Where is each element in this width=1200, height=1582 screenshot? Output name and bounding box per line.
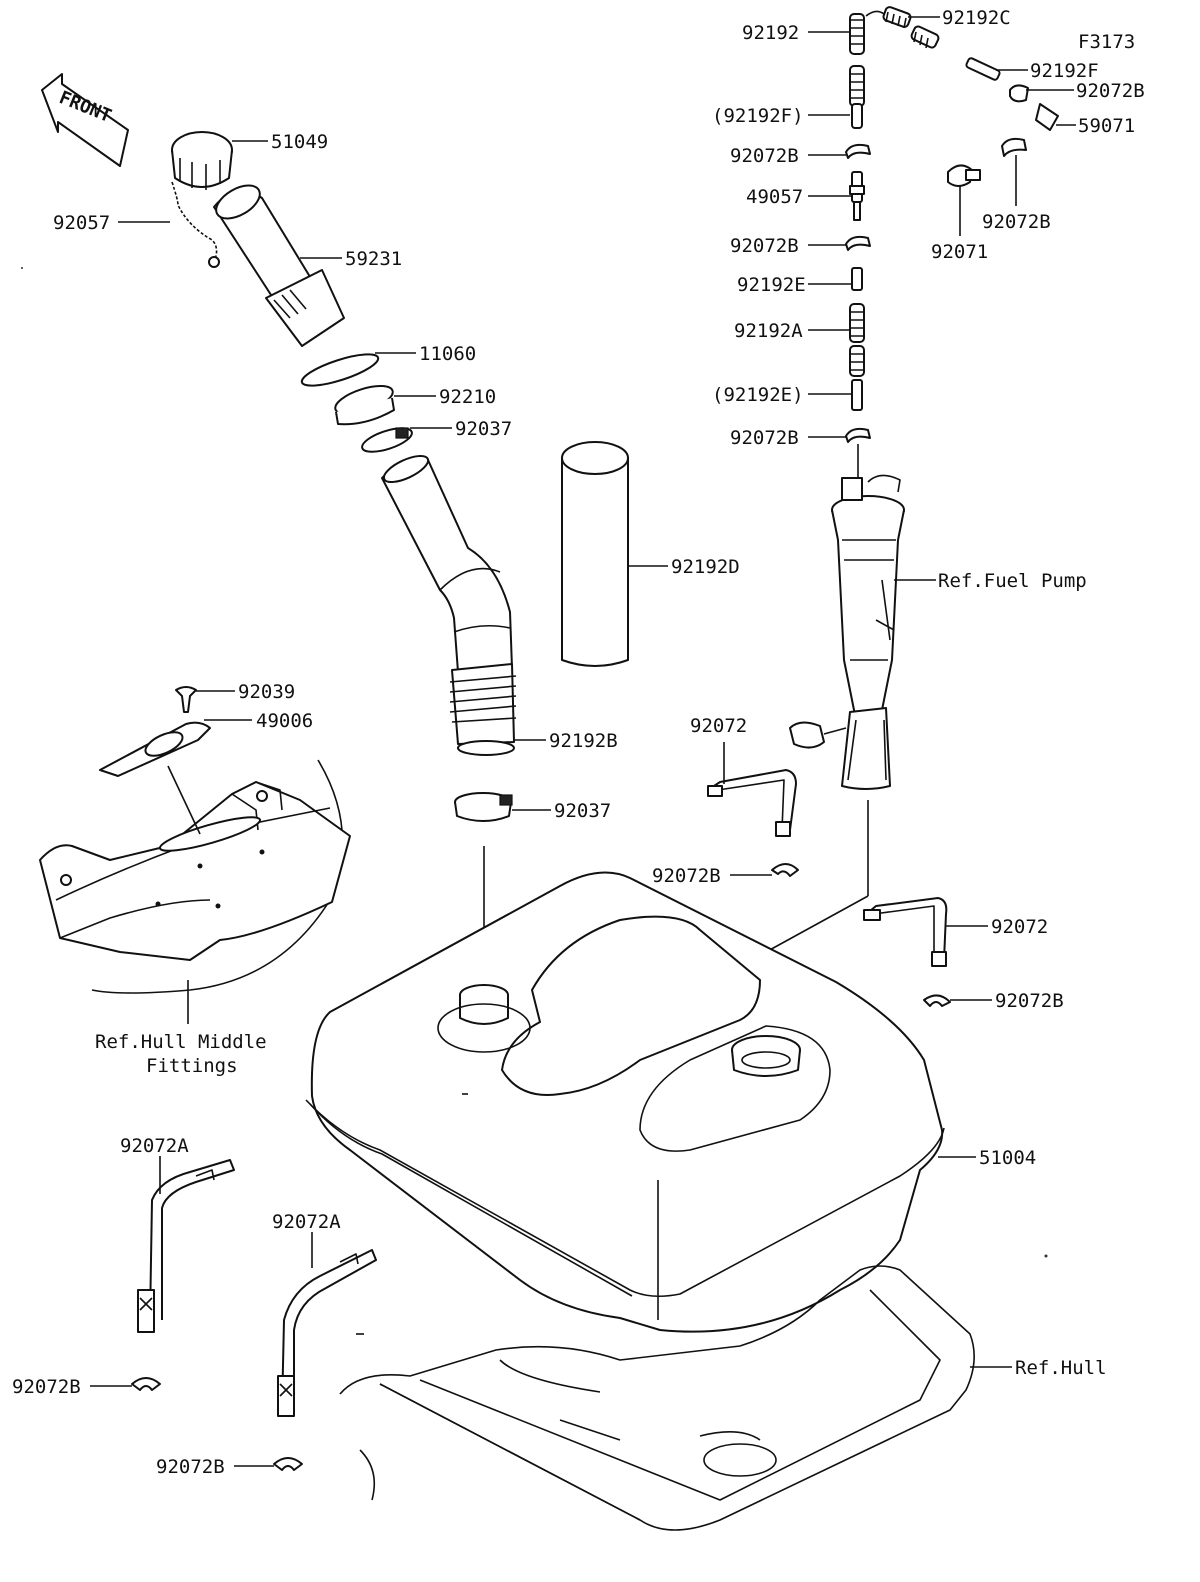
filler-cap xyxy=(171,131,233,190)
part-label-92037-upper: 92037 xyxy=(455,418,512,440)
hose-sleeve xyxy=(561,441,629,667)
part-label-92210: 92210 xyxy=(439,386,496,408)
tank-strap-right xyxy=(863,897,948,967)
part-label-51049: 51049 xyxy=(271,131,328,153)
part-label-92072B-3: 92072B xyxy=(730,427,799,449)
fuel-pump xyxy=(789,474,905,790)
part-label-92192: 92192 xyxy=(742,22,799,44)
part-label-92072B-4: 92072B xyxy=(1076,80,1145,102)
part-label-92072A-left: 92072A xyxy=(120,1135,189,1157)
part-label-92071: 92071 xyxy=(931,241,988,263)
clip-92072B-9 xyxy=(273,1457,303,1471)
cap-tether xyxy=(171,181,220,268)
part-label-92192F-paren: (92192F) xyxy=(712,105,804,127)
nut xyxy=(334,385,395,426)
part-label-92072B-6: 92072B xyxy=(652,865,721,887)
part-label-92192C: 92192C xyxy=(942,7,1011,29)
clip-92072B-7 xyxy=(923,994,951,1007)
part-label-92192B: 92192B xyxy=(549,730,618,752)
part-label-92039: 92039 xyxy=(238,681,295,703)
gasket-ring xyxy=(300,353,380,387)
part-label-49057: 49057 xyxy=(746,186,803,208)
part-label-92192E-paren: (92192E) xyxy=(712,384,804,406)
part-label-92192F: 92192F xyxy=(1030,60,1099,82)
filler-hose xyxy=(381,454,517,756)
part-label-92072B-2: 92072B xyxy=(730,235,799,257)
ref-hull-middle-label-2: Fittings xyxy=(146,1055,238,1077)
clip-92072B-6 xyxy=(771,863,799,877)
hull-floor xyxy=(339,1265,975,1531)
part-label-51004: 51004 xyxy=(979,1147,1036,1169)
part-label-92192D: 92192D xyxy=(671,556,740,578)
part-label-92072-upper: 92072 xyxy=(690,715,747,737)
front-arrow-icon: FRONT xyxy=(41,73,129,167)
part-label-92037-lower: 92037 xyxy=(554,800,611,822)
part-label-92072B-7: 92072B xyxy=(995,990,1064,1012)
part-label-11060: 11060 xyxy=(419,343,476,365)
part-label-92072A-center: 92072A xyxy=(272,1211,341,1233)
tank-strap-upper xyxy=(707,769,797,837)
part-label-92057: 92057 xyxy=(53,212,110,234)
part-label-92072B-5: 92072B xyxy=(982,211,1051,233)
fuel-tank xyxy=(305,871,945,1333)
part-label-92072B-9: 92072B xyxy=(156,1456,225,1478)
filler-neck xyxy=(213,184,345,347)
tank-strap-left-a xyxy=(137,1159,235,1333)
part-label-49006: 49006 xyxy=(256,710,313,732)
ref-hull-label: Ref.Hull xyxy=(1015,1357,1107,1379)
part-label-92192E: 92192E xyxy=(737,274,806,296)
ref-fuel-pump-label: Ref.Fuel Pump xyxy=(938,570,1087,592)
ref-hull-middle-label-1: Ref.Hull Middle xyxy=(95,1031,267,1053)
part-label-92072-right: 92072 xyxy=(991,916,1048,938)
part-label-92072B-1: 92072B xyxy=(730,145,799,167)
figure-code: F3173 xyxy=(1078,31,1135,53)
clip-92072B-8 xyxy=(131,1377,161,1391)
part-label-59071: 59071 xyxy=(1078,115,1135,137)
hose-clamp-lower xyxy=(454,792,513,822)
part-label-92072B-8: 92072B xyxy=(12,1376,81,1398)
vent-hose-stack xyxy=(845,13,871,480)
vent-fittings-branch xyxy=(865,6,1059,187)
hull-middle-fittings-detail xyxy=(39,686,351,994)
part-label-92192A: 92192A xyxy=(734,320,803,342)
part-label-59231: 59231 xyxy=(345,248,402,270)
hose-clamp-upper xyxy=(361,427,413,453)
tank-strap-left-b xyxy=(277,1249,377,1417)
